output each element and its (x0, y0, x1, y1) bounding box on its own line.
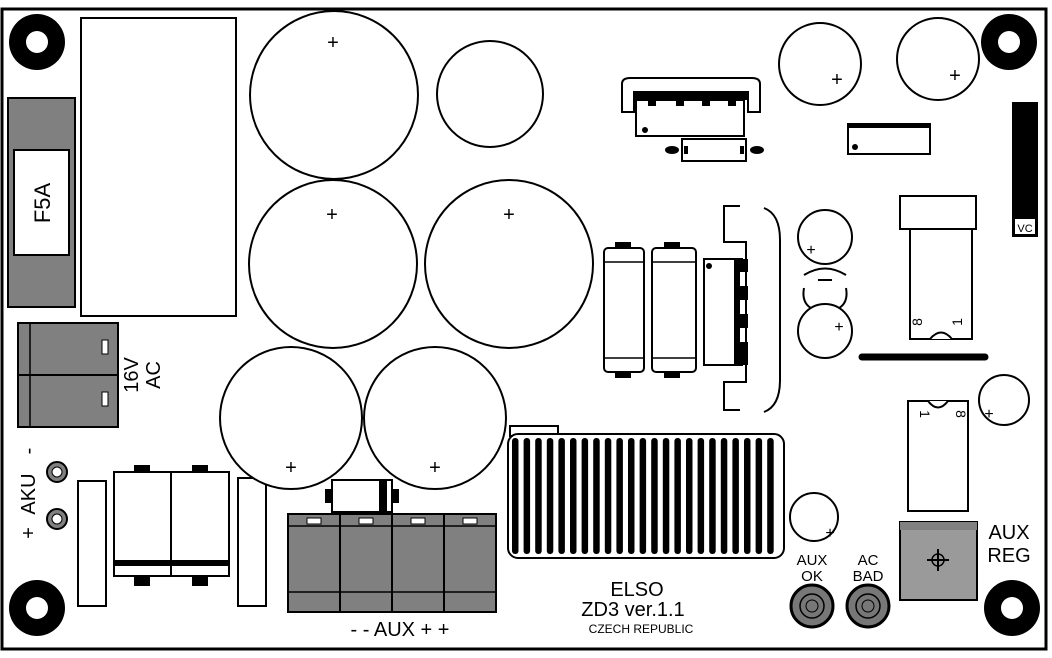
aux-reg-potentiometer: AUX REG (899, 521, 1031, 601)
aux-output-terminal: - - AUX + + (287, 513, 497, 641)
coil-winding (686, 438, 693, 554)
mounting-hole-bottom-left (9, 580, 65, 636)
svg-text:+: + (984, 406, 993, 423)
capacitor-c4: + (424, 179, 594, 349)
coil-winding (744, 438, 751, 554)
aux-output-label: - - AUX + + (351, 619, 450, 641)
coil-winding (593, 438, 600, 554)
resistor-small (665, 138, 764, 162)
led-aux-ok (789, 583, 835, 629)
ac-input-type-label: AC (143, 361, 165, 389)
capacitor-c7: + (778, 22, 862, 106)
coil-winding (674, 438, 681, 554)
coil-winding (546, 438, 554, 554)
coil-winding (523, 438, 531, 554)
svg-text:8: 8 (953, 410, 969, 418)
film-capacitor-2 (651, 242, 697, 378)
relay-component: 8 1 (899, 195, 977, 340)
aux-ok-label-2: OK (801, 568, 823, 585)
mounting-hole-top-left (9, 14, 65, 70)
mounting-hole-bottom-right (984, 580, 1040, 636)
ac-input-voltage-label: 16V (121, 357, 143, 393)
aux-reg-label-2: REG (987, 545, 1030, 567)
coil-winding (604, 438, 612, 554)
battery-label: AKU (18, 473, 40, 514)
svg-text:+: + (503, 204, 515, 226)
svg-text:1: 1 (949, 318, 965, 326)
heatsink-left (77, 480, 107, 607)
battery-connector: - AKU + (18, 448, 68, 539)
capacitor-c3: + (248, 179, 418, 349)
aux-reg-label-1: AUX (988, 522, 1029, 544)
coil-winding (709, 438, 716, 554)
svg-text:+: + (806, 242, 815, 259)
brand-label: ELSO (610, 579, 663, 601)
svg-text:+: + (326, 204, 338, 226)
led-ac-bad (845, 583, 891, 629)
battery-plus-label: + (18, 527, 40, 539)
battery-minus-label: - (18, 448, 40, 455)
capacitor-c2 (436, 40, 544, 148)
coil-winding (570, 438, 577, 554)
power-transistor-bracket (703, 205, 781, 413)
capacitor-c8: + (896, 17, 980, 101)
ac-input-terminal: 16V AC (17, 322, 165, 428)
film-capacitor-1 (603, 242, 645, 378)
capacitor-c5: + (219, 346, 363, 490)
coil-winding (767, 438, 774, 554)
transformer-outline (80, 17, 237, 317)
coil-winding (616, 438, 623, 554)
vc-label: VC (1017, 223, 1032, 235)
heatsink-right (237, 477, 267, 607)
coil-winding (732, 438, 739, 554)
coil-winding (512, 438, 519, 554)
fuse-label: F5A (30, 183, 55, 224)
small-ic (847, 123, 931, 155)
svg-text:+: + (949, 65, 961, 87)
svg-text:+: + (825, 525, 834, 542)
diode (325, 479, 399, 513)
svg-text:+: + (831, 69, 843, 91)
mounting-hole-top-right (981, 14, 1037, 70)
coil-winding (535, 438, 542, 554)
model-label: ZD3 ver.1.1 (581, 599, 684, 621)
capacitor-c11: + (978, 374, 1030, 426)
ac-bad-label-2: BAD (853, 568, 884, 585)
svg-text:+: + (327, 32, 339, 54)
ac-bad-label-1: AC (858, 552, 879, 569)
capacitor-c6: + (363, 346, 507, 490)
capacitor-c1: + (249, 10, 419, 180)
coil-winding (639, 438, 647, 554)
vc-jumper: VC (1012, 102, 1038, 237)
coil-winding (558, 438, 565, 554)
aux-ok-label-1: AUX (797, 552, 828, 569)
coil-winding (755, 438, 763, 554)
coil-inductor (507, 425, 785, 559)
coil-winding (581, 438, 589, 554)
power-transistor-pair (113, 465, 230, 586)
coil-winding (720, 438, 728, 554)
capacitor-c12: + (789, 492, 839, 542)
coil-winding (662, 438, 670, 554)
coil-winding (697, 438, 705, 554)
coil-winding (651, 438, 658, 554)
capacitor-c10: + (797, 303, 853, 359)
fuse-holder: F5A (7, 97, 76, 308)
svg-text:+: + (285, 457, 297, 479)
origin-label: CZECH REPUBLIC (589, 622, 694, 636)
dip-ic: 1 8 (907, 400, 969, 512)
voltage-regulator (621, 77, 761, 137)
coil-winding (628, 438, 635, 554)
svg-text:8: 8 (909, 318, 925, 326)
svg-text:+: + (834, 319, 843, 336)
svg-text:1: 1 (917, 410, 933, 418)
capacitor-c9: + (797, 209, 853, 265)
svg-text:+: + (429, 457, 441, 479)
